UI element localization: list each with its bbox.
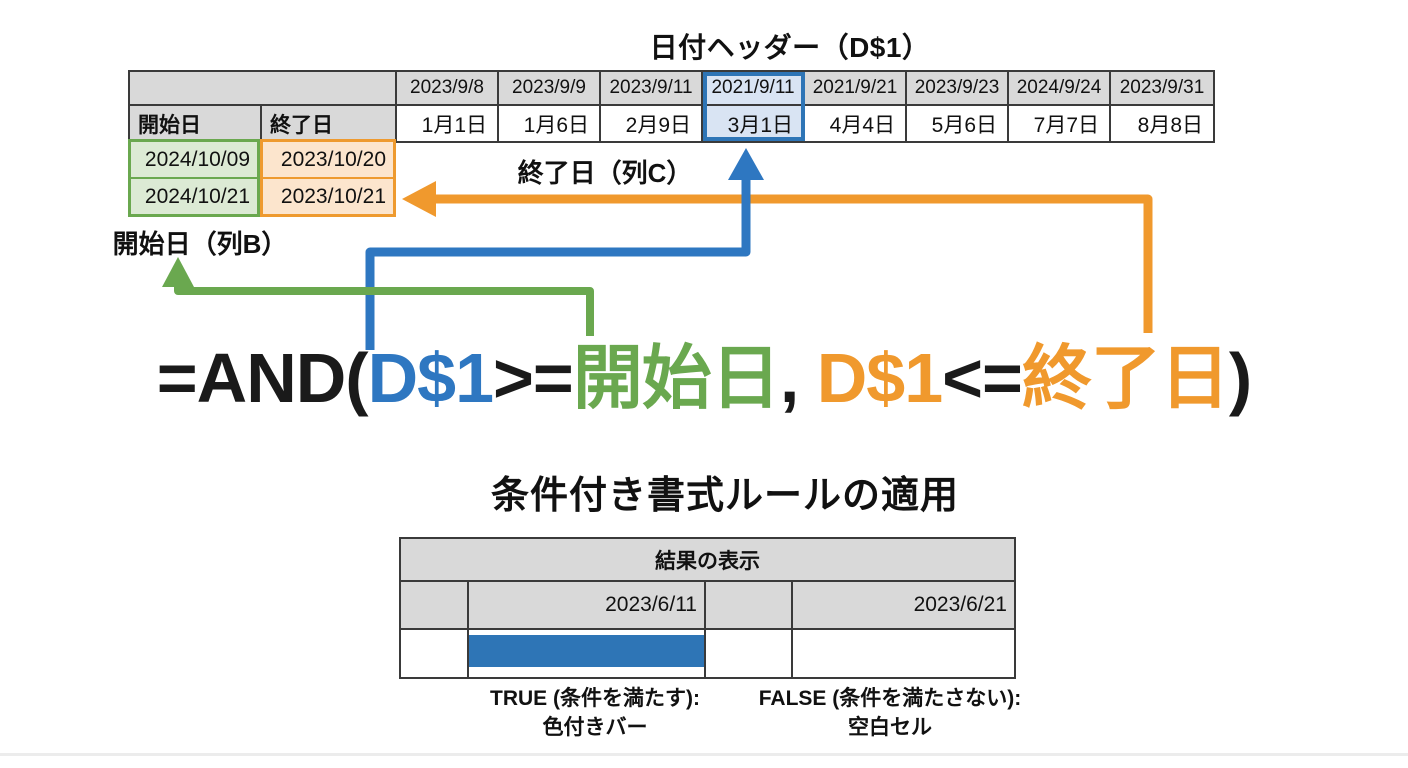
result-blank-cell bbox=[401, 630, 469, 677]
result-table: 結果の表示 2023/6/11 2023/6/21 bbox=[399, 537, 1016, 679]
true-result-label: TRUE (条件を満たす): 色付きバー bbox=[430, 684, 760, 742]
end-col-label: 終了日（列C） bbox=[517, 158, 693, 188]
day-cell: 7月7日 bbox=[1009, 106, 1111, 141]
formula-part-start: 開始日 bbox=[572, 339, 781, 417]
false-result-label-line1: FALSE (条件を満たさない): bbox=[758, 687, 1022, 710]
end-dates-block: 2023/10/20 2023/10/21 bbox=[260, 139, 396, 217]
date-table: 2023/9/8 2023/9/9 2023/9/11 2021/9/11 20… bbox=[128, 70, 1215, 143]
day-cell-highlighted: 3月1日 bbox=[703, 106, 805, 141]
corner-cell bbox=[130, 72, 397, 106]
conditional-formula: =AND(D$1>=開始日, D$1<=終了日) bbox=[0, 328, 1408, 428]
result-empty-cell bbox=[706, 582, 793, 630]
blue-arrow-line bbox=[365, 176, 751, 350]
formula-part: <= bbox=[942, 339, 1023, 417]
formula-part-d1-orange: D$1 bbox=[816, 339, 943, 417]
date-header-cell: 2023/9/11 bbox=[601, 72, 703, 106]
false-result-label-line2: 空白セル bbox=[848, 716, 932, 739]
start-dates-block: 2024/10/09 2024/10/21 bbox=[128, 139, 260, 217]
date-header-cell-highlighted: 2021/9/11 bbox=[703, 72, 805, 106]
formula-part: , bbox=[779, 339, 817, 417]
start-date-cell: 2024/10/09 bbox=[144, 147, 250, 171]
date-header-cell: 2023/9/23 bbox=[907, 72, 1009, 106]
true-result-label-line2: 色付きバー bbox=[542, 716, 648, 739]
result-date-cell: 2023/6/11 bbox=[469, 582, 706, 630]
orange-arrow-line bbox=[428, 194, 1153, 333]
day-cell: 4月4日 bbox=[805, 106, 907, 141]
start-col-header: 開始日 bbox=[130, 106, 262, 141]
date-header-cell: 2023/9/8 bbox=[397, 72, 499, 106]
formula-part: >= bbox=[493, 339, 574, 417]
day-cell: 1月6日 bbox=[499, 106, 601, 141]
result-date-cell: 2023/6/21 bbox=[793, 582, 1014, 630]
green-arrowhead-icon bbox=[162, 257, 194, 287]
day-cell: 2月9日 bbox=[601, 106, 703, 141]
formula-part: ) bbox=[1228, 339, 1252, 417]
date-header-cell: 2024/9/24 bbox=[1009, 72, 1111, 106]
true-colored-bar bbox=[469, 635, 704, 667]
end-date-cell: 2023/10/20 bbox=[280, 147, 386, 171]
end-date-cell: 2023/10/21 bbox=[263, 177, 393, 214]
start-col-label: 開始日（列B） bbox=[112, 229, 288, 259]
false-result-label: FALSE (条件を満たさない): 空白セル bbox=[710, 684, 1070, 742]
day-cell: 1月1日 bbox=[397, 106, 499, 141]
result-blank-cell bbox=[793, 630, 1014, 677]
date-header-cell: 2023/9/9 bbox=[499, 72, 601, 106]
formula-part-d1-blue: D$1 bbox=[367, 339, 494, 417]
day-cell: 8月8日 bbox=[1111, 106, 1213, 141]
date-header-title: 日付ヘッダー（D$1） bbox=[649, 32, 931, 63]
true-result-label-line1: TRUE (条件を満たす): bbox=[490, 687, 700, 710]
result-blank-cell bbox=[706, 630, 793, 677]
result-header-cell: 結果の表示 bbox=[401, 539, 1014, 582]
formula-part: =AND( bbox=[156, 339, 369, 417]
day-cell: 5月6日 bbox=[907, 106, 1009, 141]
rule-section-title: 条件付き書式ルールの適用 bbox=[490, 475, 959, 517]
date-header-cell: 2021/9/21 bbox=[805, 72, 907, 106]
result-empty-cell bbox=[401, 582, 469, 630]
result-bar-cell bbox=[469, 630, 706, 677]
start-date-cell: 2024/10/21 bbox=[131, 177, 257, 214]
date-header-cell: 2023/9/31 bbox=[1111, 72, 1213, 106]
bottom-faint-line bbox=[0, 753, 1408, 756]
formula-part-end: 終了日 bbox=[1021, 339, 1230, 417]
end-col-header: 終了日 bbox=[262, 106, 397, 141]
